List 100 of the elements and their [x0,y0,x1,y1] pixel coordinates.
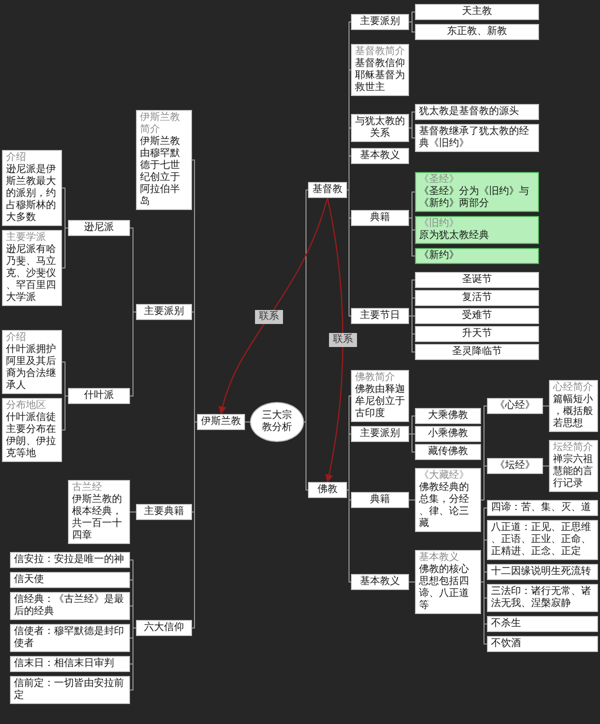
branch-line [346,434,352,490]
subtopic: 东正教、新教 [415,24,539,40]
note-card: 信使者：穆罕默德是封印使者 [10,624,130,652]
note-card [2,150,62,226]
note-text: 基督教信仰耶稣基督为救世主 [355,58,405,94]
note-card [351,370,409,422]
note-title: 分布地区 [6,400,47,412]
subtopic: 《心经》 [487,398,543,414]
note-card [2,398,62,462]
branch-line [346,490,352,582]
note-title: 基督教简介 [355,46,405,58]
subtopic: 大乘佛教 [415,408,481,424]
note-card: 信经典：《古兰经》是最后的经典 [10,592,130,620]
central-topic: 三大宗教分析 [250,402,304,442]
branch-line [130,628,136,690]
subtopic: 什叶派 [68,388,130,404]
branch-line [346,190,352,316]
branch-line [408,434,416,452]
subtopic: 与犹太教的关系 [351,114,409,142]
note-text: 逊尼派是伊斯兰教最大的派别，约占穆斯林的大多数 [6,164,57,224]
subtopic: 基本教义 [351,148,409,164]
branch-line [480,582,488,644]
subtopic: 典籍 [351,210,409,226]
branch-line [408,218,416,256]
note-card [2,330,62,394]
note-text: 禅宗六祖慧能的言行记录 [553,454,594,490]
note-card: 信末日：相信末日审判 [10,656,130,672]
note-card [549,440,598,492]
note-title: 坛经简介 [553,442,594,454]
subtopic: 基本教义 [351,574,409,590]
note-text: 《圣经》分为《旧约》与《新约》两部分 [419,186,530,210]
relationship-arrow [218,198,328,414]
branch-line [408,192,416,218]
subtopic: 小乘佛教 [415,426,481,442]
note-title: 《旧约》 [419,218,460,230]
note-card [2,230,62,306]
note-card: 信安拉：安拉是唯一的神 [10,552,130,568]
note-title: 佛教简介 [355,372,396,384]
note-title: 心经简介 [553,382,594,394]
branch-line [408,12,416,22]
branch-line [304,422,308,490]
branch-line [480,466,488,500]
note-text: 什叶派信徒主要分布在伊朗、伊拉克等地 [6,412,57,460]
main-topic: 伊斯兰教 [197,414,245,430]
branch-line [408,416,416,434]
note-card: 不饮酒 [487,636,598,652]
subtopic: 典籍 [351,492,409,508]
branch-line [192,422,198,628]
note-title: 主要学派 [6,232,47,244]
branch-line [304,190,308,422]
branch-line [408,22,416,32]
note-title: 伊斯兰教简介 [140,112,181,136]
subtopic: 藏传佛教 [415,444,481,460]
note-title: 介绍 [6,332,27,344]
note-text: 佛教由释迦牟尼创立于古印度 [355,384,405,420]
subtopic: 主要派别 [351,14,409,30]
branch-line [408,128,416,138]
note-card [351,44,409,96]
note-card: 四谛：苦、集、灭、道 [487,500,598,516]
note-text: 什叶派拥护阿里及其后裔为合法继承人 [6,344,57,392]
subtopic: 主要派别 [351,426,409,442]
note-title: 《大藏经》 [419,470,470,482]
branch-line [408,112,416,128]
note-card [68,480,130,544]
note-text: 逊尼派有哈乃斐、马立克、沙斐仪、罕百里四大学派 [6,244,57,304]
branch-line [130,606,136,628]
subtopic: 圣诞节 [415,272,539,288]
subtopic: 升天节 [415,326,539,342]
subtopic: 《坛经》 [487,458,543,474]
subtopic: 复活节 [415,290,539,306]
note-card: 信前定：一切皆由安拉前定 [10,676,130,704]
branch-line [408,316,416,352]
note-card: 三法印：诸行无常、诸法无我、涅槃寂静 [487,584,598,612]
subtopic: 受难节 [415,308,539,324]
branch-line [480,572,488,582]
highlighted-note [415,216,539,244]
note-card: 犹太教是基督教的源头 [415,104,539,120]
subtopic: 主要节日 [351,308,409,324]
note-card: 信天使 [10,572,130,588]
note-card [136,110,192,210]
subtopic: 逊尼派 [68,220,130,236]
note-text: 伊斯兰教的根本经典，共一百一十四章 [72,494,123,542]
subtopic: 主要派别 [136,304,192,320]
main-topic: 佛教 [308,482,347,498]
note-text: 佛教的核心思想包括四谛、八正道等 [419,564,470,612]
branch-line [62,228,68,268]
note-text: 佛教经典的总集，分经、律、论三藏 [419,482,470,530]
note-card: 基督教继承了犹太教的经典《旧约》 [415,124,539,152]
note-title: 《圣经》 [419,174,460,186]
branch-line [130,228,136,312]
branch-line [346,156,352,190]
branch-line [130,312,136,396]
branch-line [192,312,198,422]
note-card [549,380,598,432]
branch-line [62,362,68,396]
note-card [415,468,481,532]
note-title: 基本教义 [419,552,460,564]
branch-line [62,396,68,430]
note-text: 篇幅短小，概括般若思想 [553,394,594,430]
subtopic: 圣灵降临节 [415,344,539,360]
